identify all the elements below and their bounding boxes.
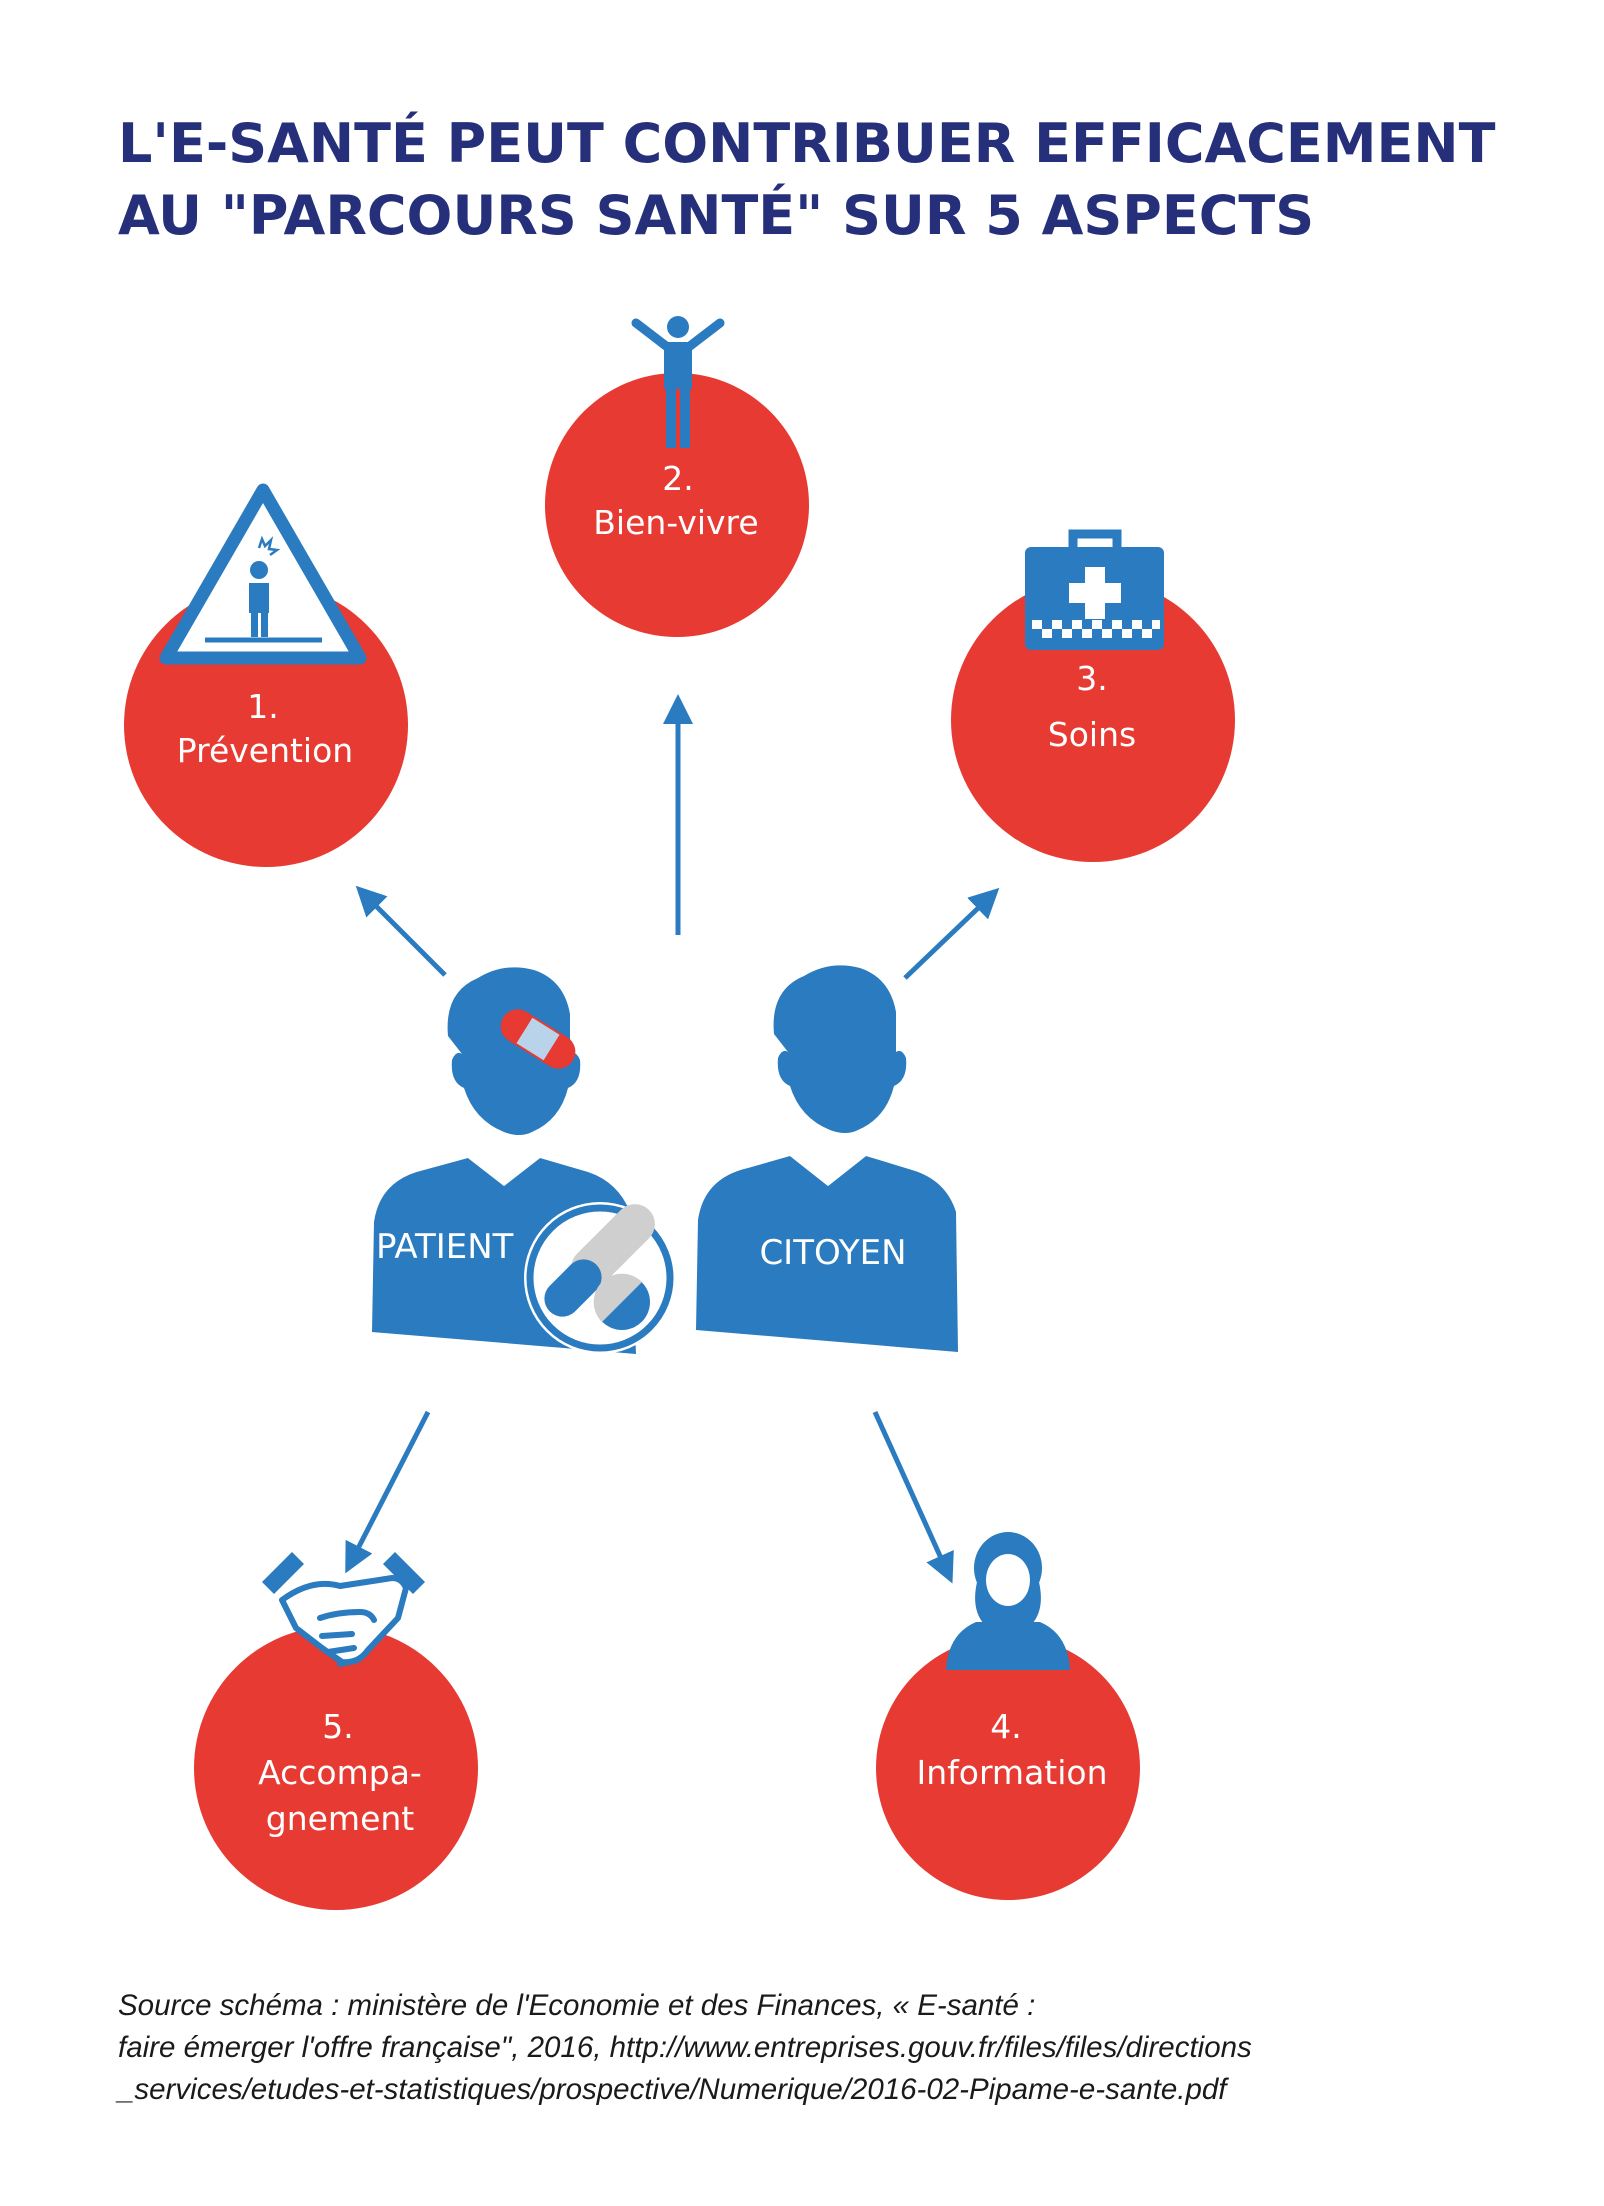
citoyen-label: CITOYEN — [759, 1233, 906, 1273]
title-line-2: AU "PARCOURS SANTÉ" SUR 5 ASPECTS — [118, 184, 1315, 247]
patient-head — [447, 967, 581, 1135]
node-information-circle — [876, 1636, 1140, 1900]
title-line-1: L'E-SANTÉ PEUT CONTRIBUER EFFICACEMENT — [118, 112, 1496, 175]
node-bien-vivre-label: Bien-vivre — [593, 503, 758, 542]
node-accompagnement-number: 5. — [322, 1707, 354, 1746]
node-information-number: 4. — [990, 1707, 1022, 1746]
patient-label: PATIENT — [376, 1227, 514, 1267]
arrow-to-prevention — [355, 885, 447, 977]
arrows — [345, 694, 1000, 1584]
patient-figure: PATIENT — [372, 967, 676, 1354]
node-prevention-number: 1. — [247, 687, 279, 726]
node-bien-vivre: 2. Bien-vivre — [545, 316, 809, 637]
headset-operator-icon — [946, 1532, 1070, 1670]
source-line-1: Source schéma : ministère de l'Economie … — [118, 1989, 1036, 2022]
arrow-to-accompagnement — [345, 1410, 431, 1574]
source-line-2: faire émerger l'offre française", 2016, … — [118, 2031, 1252, 2064]
first-aid-kit-icon — [1025, 529, 1164, 650]
node-bien-vivre-circle — [545, 373, 809, 637]
node-bien-vivre-number: 2. — [662, 459, 694, 498]
node-soins-label: Soins — [1048, 715, 1136, 754]
bandage-icon — [500, 1009, 576, 1069]
arrow-to-information — [872, 1410, 954, 1584]
citoyen-head — [773, 965, 907, 1133]
node-accompagnement: 5. Accompa- gnement — [194, 1552, 478, 1910]
source-citation: Source schéma : ministère de l'Economie … — [118, 1985, 1252, 2111]
page-title: L'E-SANTÉ PEUT CONTRIBUER EFFICACEMENT A… — [118, 108, 1495, 252]
pills-icon — [524, 1202, 676, 1354]
node-prevention: 1. Prévention — [124, 483, 408, 867]
node-information-label: Information — [916, 1753, 1107, 1792]
node-soins-circle — [951, 578, 1235, 862]
handshake-icon — [262, 1552, 425, 1667]
warning-sign-person-icon — [159, 483, 367, 665]
node-information: 4. Information — [876, 1532, 1140, 1900]
node-soins-number: 3. — [1076, 659, 1108, 698]
arrow-to-soins — [903, 887, 1000, 980]
citoyen-body — [696, 1156, 958, 1352]
source-line-3: _services/etudes-et-statistiques/prospec… — [118, 2073, 1227, 2106]
node-accompagnement-label-1: Accompa- — [258, 1753, 422, 1792]
citoyen-figure: CITOYEN — [696, 965, 958, 1352]
node-soins: 3. Soins — [951, 529, 1235, 862]
node-prevention-label: Prévention — [177, 731, 353, 770]
node-accompagnement-label-2: gnement — [266, 1799, 415, 1838]
node-accompagnement-circle — [194, 1626, 478, 1910]
person-arms-raised-icon — [631, 316, 725, 448]
